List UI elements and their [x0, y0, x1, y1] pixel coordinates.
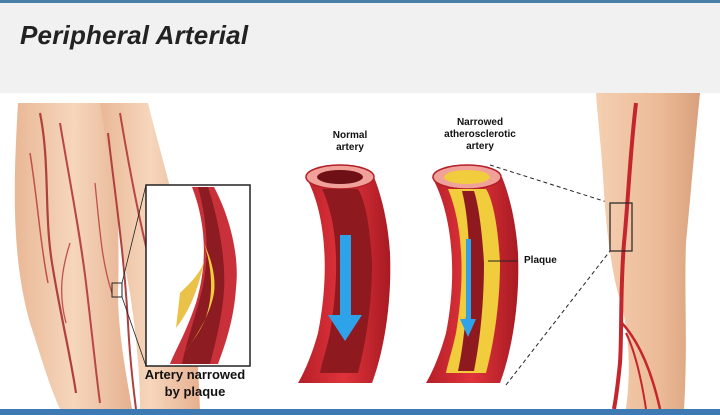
normal-artery	[298, 164, 391, 383]
restricted-flow-arrow	[460, 239, 476, 337]
narrowed-artery-label: Narrowed atherosclerotic artery	[444, 117, 516, 152]
leg-side-view	[596, 93, 700, 409]
illustration	[14, 93, 700, 409]
blood-flow-arrow	[328, 235, 362, 341]
artery-zoom-box	[145, 184, 251, 367]
bottom-rule	[0, 409, 720, 415]
narrowed-artery	[426, 164, 611, 386]
header-band	[0, 3, 720, 93]
plaque-label: Plaque	[524, 255, 557, 266]
page-title: Peripheral Arterial	[20, 20, 249, 50]
normal-artery-label: Normal artery	[332, 130, 368, 153]
top-rule	[0, 0, 720, 3]
zoom-caption: Artery narrowed by plaque	[144, 367, 246, 399]
